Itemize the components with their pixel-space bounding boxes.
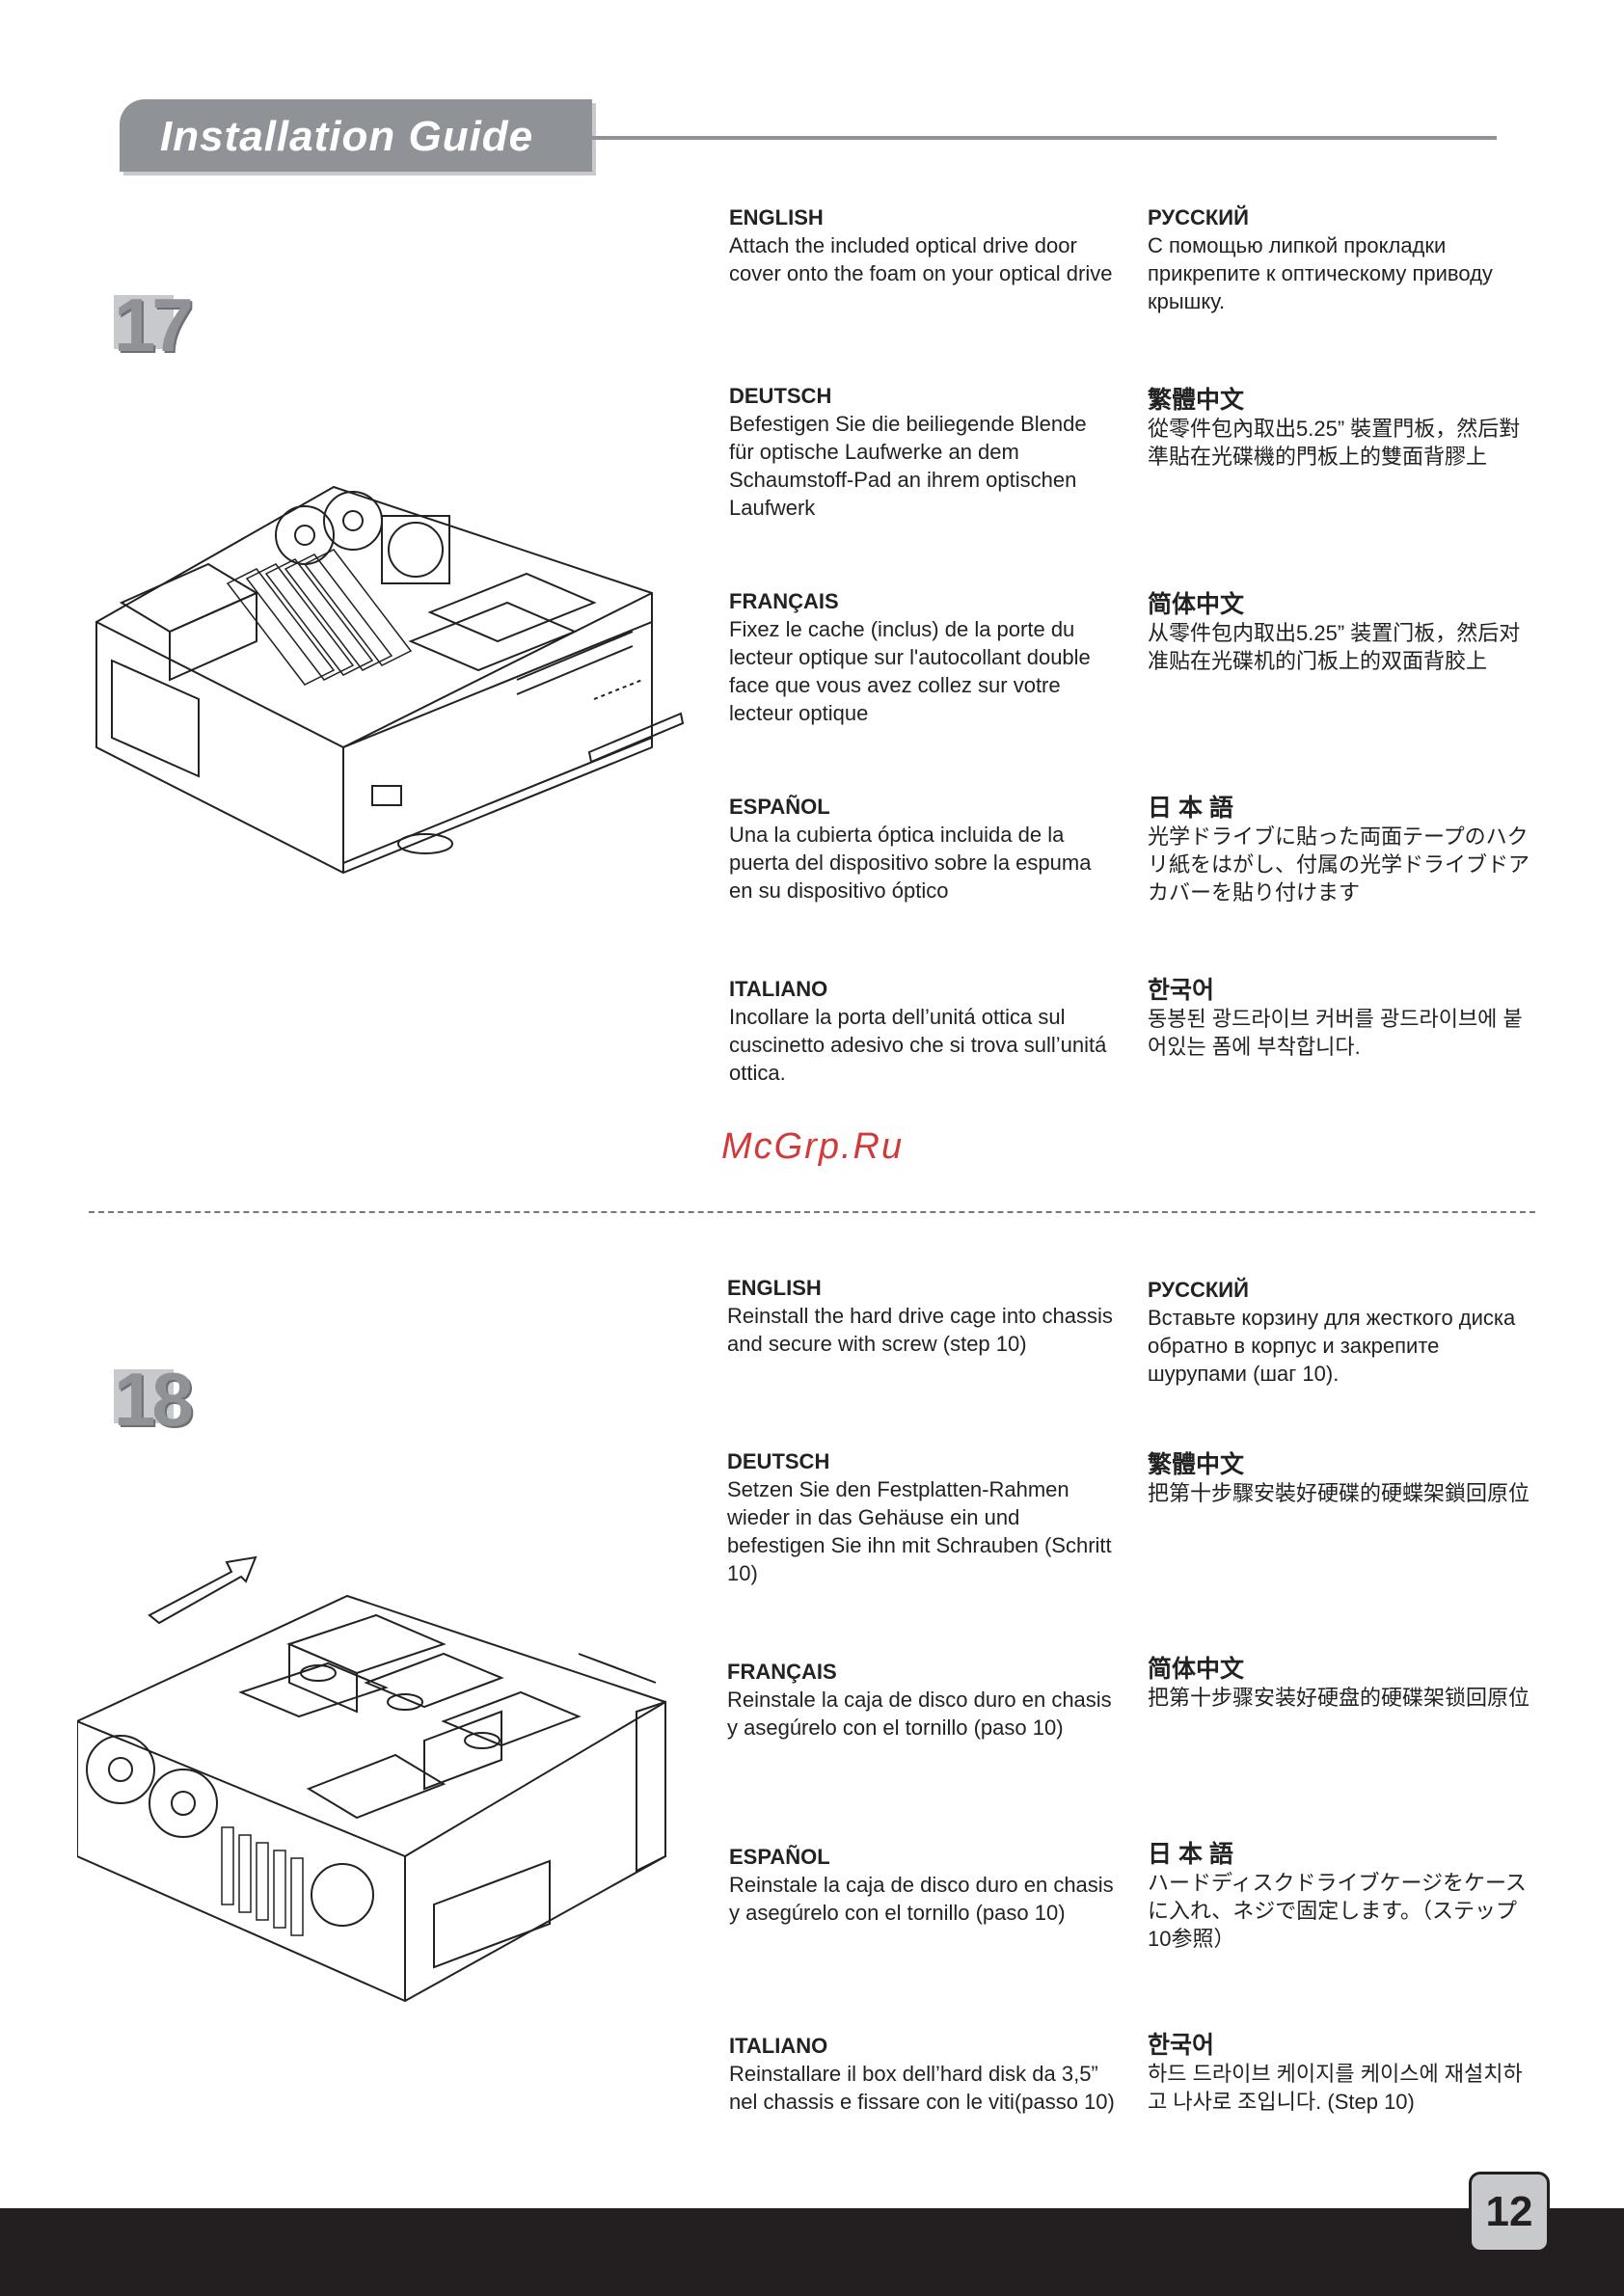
language-heading: DEUTSCH bbox=[727, 1449, 830, 1473]
text-block-german: DEUTSCH Setzen Sie den Festplatten-Rahme… bbox=[727, 1448, 1113, 1587]
instruction-text: Setzen Sie den Festplatten-Rahmen wieder… bbox=[727, 1477, 1112, 1585]
language-heading: FRANÇAIS bbox=[727, 1660, 837, 1684]
language-heading: 繁體中文 bbox=[1148, 1451, 1245, 1478]
instruction-text: Вставьте корзину для жесткого диска обра… bbox=[1148, 1306, 1516, 1386]
footer-bar bbox=[0, 2208, 1624, 2296]
language-heading: 繁體中文 bbox=[1148, 387, 1245, 414]
instruction-text: 동봉된 광드라이브 커버를 광드라이브에 붙어있는 폼에 부착합니다. bbox=[1148, 1007, 1523, 1059]
instruction-text: Incollare la porta dell’unitá ottica sul… bbox=[729, 1005, 1107, 1085]
step-number: 17 bbox=[114, 283, 194, 367]
chassis-illustration-hdd-cage bbox=[77, 1555, 666, 2003]
text-block-japanese: 日 本 語 ハードディスクドライブケージをケースに入れ、ネジで固定します。（ステ… bbox=[1148, 1840, 1533, 1953]
text-block-italian: ITALIANO Reinstallare il box dell’hard d… bbox=[729, 2033, 1115, 2116]
text-block-simplified-chinese: 简体中文 把第十步骤安装好硬盘的硬碟架锁回原位 bbox=[1148, 1655, 1533, 1712]
text-block-german: DEUTSCH Befestigen Sie die beiliegende B… bbox=[729, 383, 1115, 522]
language-heading: 한국어 bbox=[1148, 2032, 1215, 2059]
text-block-french: FRANÇAIS Reinstale la caja de disco duro… bbox=[727, 1659, 1113, 1742]
instruction-text: Reinstale la caja de disco duro en chasi… bbox=[729, 1873, 1114, 1925]
instruction-text: Reinstallare il box dell’hard disk da 3,… bbox=[729, 2062, 1115, 2114]
watermark: McGrp.Ru bbox=[721, 1126, 905, 1167]
language-heading: DEUTSCH bbox=[729, 384, 832, 408]
text-block-traditional-chinese: 繁體中文 把第十步驟安裝好硬碟的硬蝶架鎖回原位 bbox=[1148, 1450, 1533, 1507]
language-heading: FRANÇAIS bbox=[729, 589, 839, 613]
instruction-text: ハードディスクドライブケージをケースに入れ、ネジで固定します。（ステップ10参照… bbox=[1148, 1871, 1527, 1951]
instruction-text: Reinstall the hard drive cage into chass… bbox=[727, 1304, 1113, 1356]
language-heading: ENGLISH bbox=[729, 205, 824, 230]
chassis-illustration-optical-drive bbox=[95, 485, 685, 875]
text-block-english: ENGLISH Attach the included optical driv… bbox=[729, 204, 1115, 287]
instruction-text: Una la cubierta óptica incluida de la pu… bbox=[729, 823, 1092, 903]
instruction-text: Reinstale la caja de disco duro en chasi… bbox=[727, 1688, 1112, 1740]
language-heading: ENGLISH bbox=[727, 1276, 822, 1300]
language-heading: ESPAÑOL bbox=[729, 795, 830, 819]
language-heading: 日 本 語 bbox=[1148, 1841, 1233, 1868]
instruction-text: 하드 드라이브 케이지를 케이스에 재설치하고 나사로 조입니다. (Step … bbox=[1148, 2062, 1523, 2114]
language-heading: 한국어 bbox=[1148, 977, 1215, 1004]
language-heading: 简体中文 bbox=[1148, 1656, 1245, 1683]
language-heading: 日 本 語 bbox=[1148, 795, 1233, 822]
text-block-spanish: ESPAÑOL Reinstale la caja de disco duro … bbox=[729, 1844, 1115, 1927]
text-block-russian: РУССКИЙ Вставьте корзину для жесткого ди… bbox=[1148, 1277, 1533, 1388]
section-divider bbox=[89, 1211, 1535, 1213]
language-heading: РУССКИЙ bbox=[1148, 205, 1249, 230]
text-block-korean: 한국어 동봉된 광드라이브 커버를 광드라이브에 붙어있는 폼에 부착합니다. bbox=[1148, 976, 1533, 1061]
text-block-italian: ITALIANO Incollare la porta dell’unitá o… bbox=[729, 976, 1115, 1087]
language-heading: РУССКИЙ bbox=[1148, 1278, 1249, 1302]
instruction-text: 从零件包内取出5.25” 装置门板，然后对准贴在光碟机的门板上的双面背胶上 bbox=[1148, 621, 1521, 673]
instruction-text: 把第十步驟安裝好硬碟的硬蝶架鎖回原位 bbox=[1148, 1481, 1530, 1505]
instruction-text: 從零件包內取出5.25” 裝置門板，然后對準貼在光碟機的門板上的雙面背膠上 bbox=[1148, 417, 1521, 469]
text-block-simplified-chinese: 简体中文 从零件包内取出5.25” 装置门板，然后对准贴在光碟机的门板上的双面背… bbox=[1148, 590, 1533, 675]
header-rule bbox=[592, 136, 1497, 140]
header-tab: Installation Guide bbox=[120, 99, 592, 172]
instruction-text: 光学ドライブに貼った両面テープのハクリ紙をはがし、付属の光学ドライブドアカバーを… bbox=[1148, 824, 1530, 905]
page-title: Installation Guide bbox=[160, 113, 534, 160]
instruction-text: Fixez le cache (inclus) de la porte du l… bbox=[729, 617, 1091, 725]
text-block-korean: 한국어 하드 드라이브 케이지를 케이스에 재설치하고 나사로 조입니다. (S… bbox=[1148, 2031, 1533, 2116]
step-number: 18 bbox=[114, 1357, 194, 1442]
page-number: 12 bbox=[1469, 2172, 1550, 2253]
text-block-english: ENGLISH Reinstall the hard drive cage in… bbox=[727, 1275, 1113, 1358]
language-heading: 简体中文 bbox=[1148, 591, 1245, 618]
text-block-french: FRANÇAIS Fixez le cache (inclus) de la p… bbox=[729, 588, 1115, 727]
language-heading: ESPAÑOL bbox=[729, 1845, 830, 1869]
instruction-text: Befestigen Sie die beiliegende Blende fü… bbox=[729, 412, 1087, 520]
text-block-traditional-chinese: 繁體中文 從零件包內取出5.25” 裝置門板，然后對準貼在光碟機的門板上的雙面背… bbox=[1148, 386, 1533, 471]
instruction-text: С помощью липкой прокладки прикрепите к … bbox=[1148, 233, 1493, 313]
language-heading: ITALIANO bbox=[729, 2034, 828, 2058]
language-heading: ITALIANO bbox=[729, 977, 828, 1001]
text-block-japanese: 日 本 語 光学ドライブに貼った両面テープのハクリ紙をはがし、付属の光学ドライブ… bbox=[1148, 794, 1533, 906]
instruction-text: Attach the included optical drive door c… bbox=[729, 233, 1113, 285]
text-block-russian: РУССКИЙ С помощью липкой прокладки прикр… bbox=[1148, 204, 1533, 315]
instruction-text: 把第十步骤安装好硬盘的硬碟架锁回原位 bbox=[1148, 1686, 1530, 1710]
text-block-spanish: ESPAÑOL Una la cubierta óptica incluida … bbox=[729, 794, 1115, 905]
